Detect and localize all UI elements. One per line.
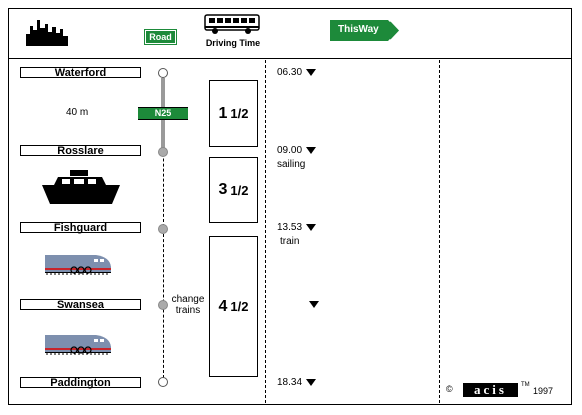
change-trains-note: change trains <box>171 294 205 316</box>
time-row: 09.00 <box>277 145 317 157</box>
duration-whole: 4 <box>218 297 228 315</box>
stop-waterford[interactable]: Waterford <box>20 67 141 79</box>
header-divider <box>8 58 572 59</box>
train-icon <box>45 335 111 355</box>
departure-time: 13.53 <box>277 222 303 233</box>
stop-dot-swansea <box>158 300 168 310</box>
thisway-arrow-shape <box>330 20 400 41</box>
time-row: 06.30 <box>277 67 317 79</box>
column-divider-2 <box>439 60 440 403</box>
train-icon <box>45 255 111 275</box>
city-skyline-icon <box>26 20 68 46</box>
thisway-label: ThisWay <box>338 24 379 35</box>
trademark-mark: TM <box>521 382 530 388</box>
road-legend-tag: Road <box>144 29 177 45</box>
stop-paddington[interactable]: Paddington <box>20 377 141 389</box>
stop-rosslare[interactable]: Rosslare <box>20 145 141 157</box>
time-row <box>305 299 319 311</box>
duration-whole: 3 <box>218 181 228 198</box>
time-note: sailing <box>277 159 306 170</box>
time-row: 18.34 <box>277 377 317 389</box>
duration-box-1: 1 1/2 <box>209 80 258 147</box>
duration-whole: 1 <box>218 104 228 122</box>
road-name-tag: N25 <box>138 107 188 120</box>
road-distance: 40 m <box>66 107 89 118</box>
down-arrow-icon <box>306 68 317 76</box>
duration-box-3: 4 1/2 <box>209 236 258 377</box>
stop-dot-fishguard <box>158 224 168 234</box>
copyright-symbol: © <box>446 384 453 394</box>
stop-dot-waterford <box>158 68 168 78</box>
stop-dot-paddington <box>158 377 168 387</box>
time-row: 13.53 <box>277 222 317 234</box>
copyright-year: 1997 <box>533 386 554 396</box>
departure-time: 06.30 <box>277 67 303 78</box>
down-arrow-icon <box>306 223 317 231</box>
departure-time: 18.34 <box>277 377 303 388</box>
duration-fraction: 1/2 <box>230 182 249 198</box>
duration-fraction: 1/2 <box>230 106 249 121</box>
stop-fishguard[interactable]: Fishguard <box>20 222 141 234</box>
stop-swansea[interactable]: Swansea <box>20 299 141 311</box>
departure-time: 09.00 <box>277 145 303 156</box>
time-note: train <box>280 236 300 247</box>
stop-dot-rosslare <box>158 147 168 157</box>
down-arrow-icon <box>309 300 319 308</box>
ferry-icon <box>42 170 120 204</box>
bus-icon <box>204 14 260 34</box>
duration-fraction: 1/2 <box>230 299 249 314</box>
down-arrow-icon <box>306 146 317 154</box>
down-arrow-icon <box>306 378 317 386</box>
driving-time-label: Driving Time <box>205 38 261 48</box>
acis-logo[interactable]: acis <box>463 383 518 397</box>
column-divider-1 <box>265 60 266 403</box>
duration-box-2: 3 1/2 <box>209 157 258 223</box>
